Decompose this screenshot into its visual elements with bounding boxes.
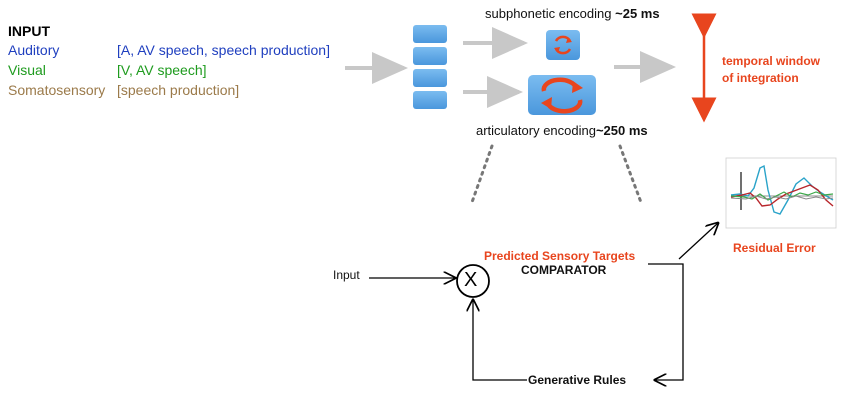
- temporal-window-line2: of integration: [722, 71, 799, 85]
- generative-rules-label: Generative Rules: [528, 373, 627, 387]
- generative-feedback-arrow: [473, 300, 527, 381]
- articulatory-encoder: [528, 75, 596, 115]
- temporal-window-line1: temporal window: [722, 54, 821, 68]
- stack-block: [413, 91, 447, 109]
- zoom-line-right: [618, 144, 644, 207]
- articulatory-duration: ~250 ms: [595, 123, 648, 138]
- articulatory-label-text: articulatory encoding: [476, 123, 596, 138]
- subphonetic-label-text: subphonetic encoding: [485, 6, 612, 21]
- prediction-to-generative-arrow: [648, 263, 684, 380]
- comparator-node: [456, 264, 490, 298]
- subphonetic-encoder: [546, 30, 580, 60]
- cycle-icon: [566, 37, 572, 43]
- modality-somatosensory-sources: [speech production]: [117, 82, 240, 98]
- residual-error-waveform: [725, 157, 837, 229]
- input-title: INPUT: [8, 23, 50, 39]
- modality-visual: Visual: [8, 62, 46, 78]
- comparator-symbol: X: [464, 269, 478, 291]
- residual-error-arrow: [678, 223, 718, 260]
- input-label: Input: [333, 268, 360, 282]
- zoom-line-left: [469, 144, 494, 207]
- modality-somatosensory: Somatosensory: [8, 82, 106, 98]
- comparator-label: COMPARATOR: [521, 263, 607, 277]
- cycle-icon: [572, 81, 583, 93]
- subphonetic-duration: ~25 ms: [615, 6, 660, 21]
- stack-block: [413, 25, 447, 43]
- modality-auditory: Auditory: [8, 42, 60, 58]
- stack-block: [413, 47, 447, 65]
- input-stack: [413, 25, 447, 109]
- stack-block: [413, 69, 447, 87]
- subphonetic-encoding-label: subphonetic encoding ~25 ms: [485, 7, 660, 20]
- predicted-sensory-targets-label: Predicted Sensory Targets: [484, 249, 636, 263]
- articulatory-encoding-label: articulatory encoding~250 ms: [476, 124, 648, 137]
- residual-error-label: Residual Error: [733, 241, 816, 255]
- modality-auditory-sources: [A, AV speech, speech production]: [117, 42, 330, 58]
- modality-visual-sources: [V, AV speech]: [117, 62, 207, 78]
